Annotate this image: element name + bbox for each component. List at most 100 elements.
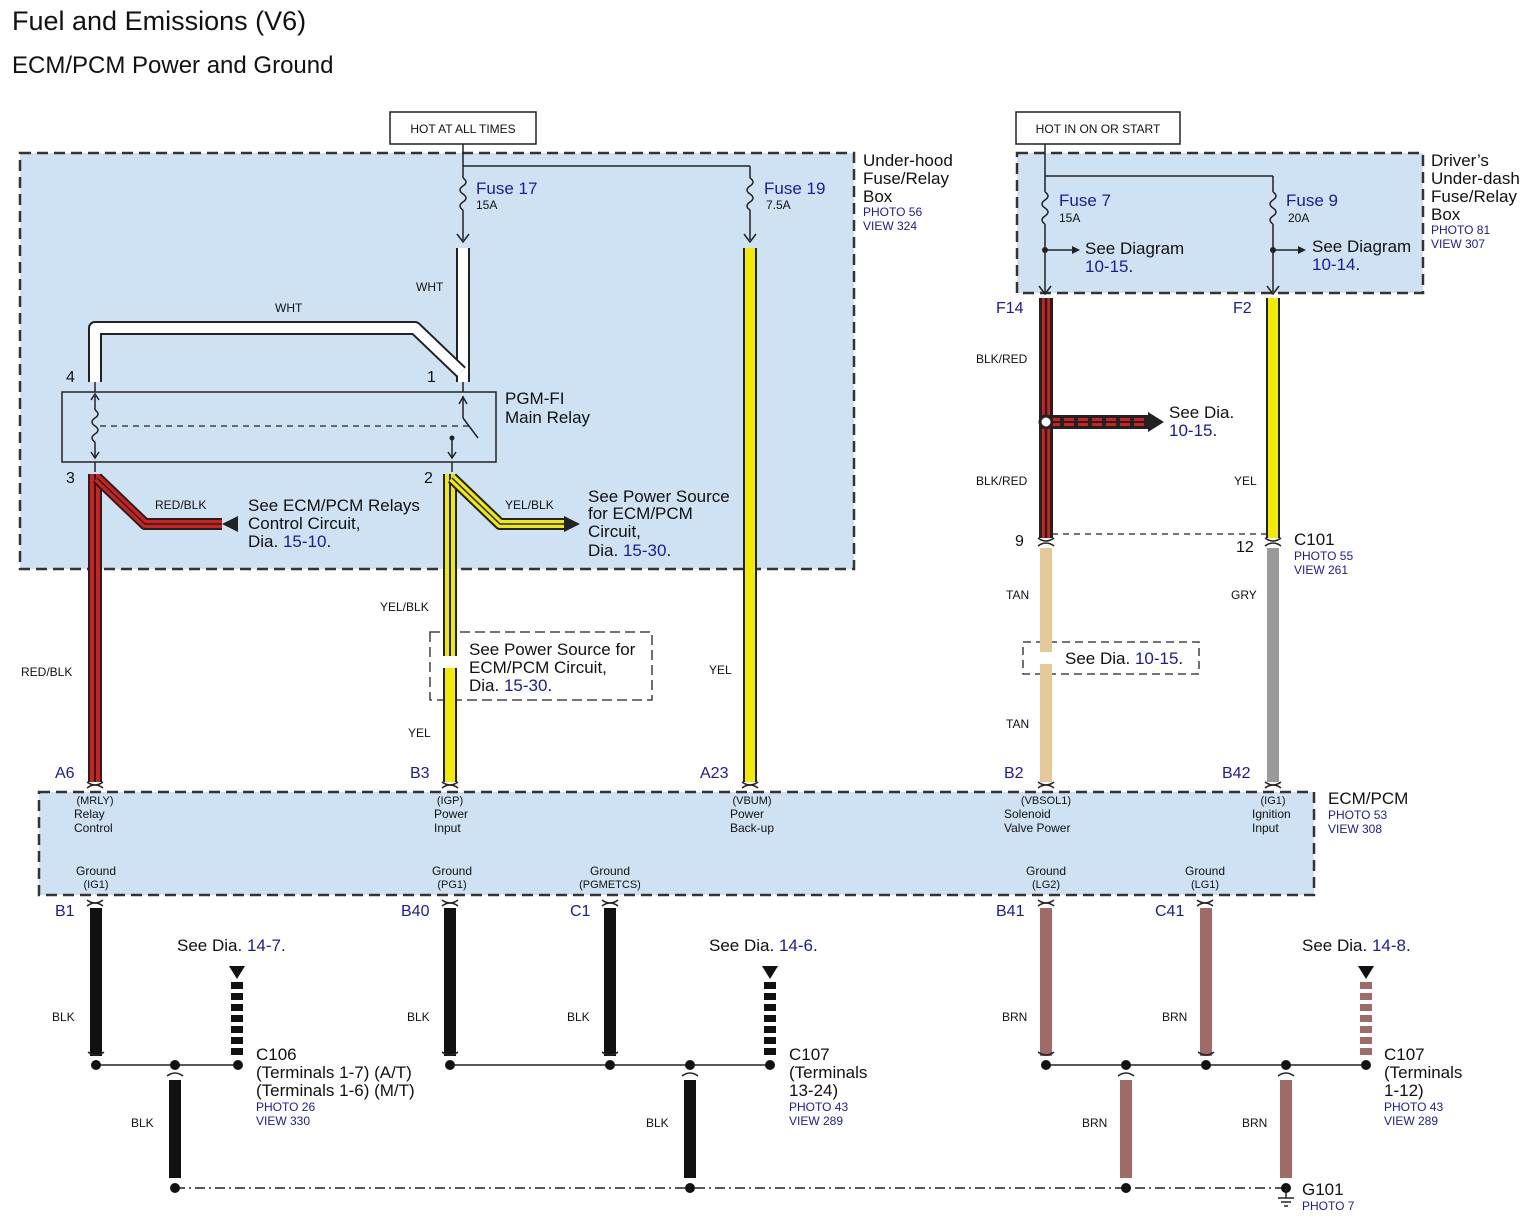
terminal-a6: A6 <box>55 765 75 782</box>
c101-pins <box>1037 537 1282 547</box>
red-blk-wire <box>88 473 238 782</box>
terminal-b1: B1 <box>55 903 75 920</box>
power-src-note-3: Circuit, <box>588 522 641 541</box>
blk-ground-2-label: BLK <box>646 1116 669 1130</box>
relays-ctrl-note-2: Control Circuit, <box>248 514 360 533</box>
svg-text:VIEW 289: VIEW 289 <box>1384 1114 1438 1128</box>
svg-text:Input: Input <box>434 821 461 835</box>
svg-text:Ground: Ground <box>1185 864 1225 878</box>
power-src-box-note-3: Dia. 15-30. <box>469 676 552 695</box>
svg-text:Ground: Ground <box>432 864 472 878</box>
see-dia-14-7-stub <box>229 966 245 1056</box>
blk-red-label-1: BLK/RED <box>976 352 1028 366</box>
underhood-box-label-2: Fuse/Relay <box>863 169 949 188</box>
terminal-f2: F2 <box>1233 300 1252 317</box>
tan-label-2: TAN <box>1006 717 1029 731</box>
terminal-b3: B3 <box>410 765 430 782</box>
blk-red-see-dia: See Dia. <box>1169 403 1234 422</box>
svg-text:Solenoid: Solenoid <box>1004 807 1051 821</box>
underhood-box-view: VIEW 324 <box>863 219 917 233</box>
gnd2-see-dia: See Dia. 14-6. <box>709 936 818 955</box>
relay-pin-2: 2 <box>424 470 433 487</box>
svg-text:Control: Control <box>74 821 113 835</box>
tan-label-1: TAN <box>1006 588 1029 602</box>
brn-c41-label: BRN <box>1162 1010 1187 1024</box>
svg-text:VIEW 289: VIEW 289 <box>789 1114 843 1128</box>
brn-b41-label: BRN <box>1002 1010 1027 1024</box>
blk-red-label-2: BLK/RED <box>976 474 1028 488</box>
ecm-bottom-pin-marks <box>86 899 1214 907</box>
ecm-pin-igp: (IGP) Power Input <box>434 795 468 835</box>
terminal-f14: F14 <box>996 300 1024 317</box>
fuse-7-splice-dot <box>1042 247 1048 253</box>
ecm-pin-ground-pgmetcs: Ground (PGMETCS) <box>579 864 641 891</box>
tan-note-box <box>1022 641 1200 675</box>
ecm-pin-vbsol1: (VBSOL1) Solenoid Valve Power <box>1004 795 1071 835</box>
svg-text:Ground: Ground <box>76 864 116 878</box>
wht-vertical-label: WHT <box>416 280 444 294</box>
c101-photo: PHOTO 55 <box>1294 549 1353 563</box>
svg-text:Back-up: Back-up <box>730 821 774 835</box>
brn-ground-2-label: BRN <box>1242 1116 1267 1130</box>
relay-internal-schematic <box>90 382 479 472</box>
yel-blk-wire <box>443 473 580 640</box>
yel-f2-label: YEL <box>1234 474 1257 488</box>
tan-see-dia: See Dia. 10-15. <box>1065 649 1183 668</box>
svg-text:(LG2): (LG2) <box>1032 879 1060 891</box>
yel-b3-label: YEL <box>408 726 431 740</box>
svg-text:VIEW 330: VIEW 330 <box>256 1114 310 1128</box>
terminal-b41: B41 <box>996 903 1025 920</box>
c106-label: C106 (Terminals 1-7) (A/T) (Terminals 1-… <box>256 1045 415 1128</box>
wht-wire <box>88 248 470 382</box>
fuse-7 <box>1038 176 1080 296</box>
terminal-c1: C1 <box>570 903 591 920</box>
svg-text:C107: C107 <box>789 1045 830 1064</box>
underdash-box-label-2: Under-dash <box>1431 169 1520 188</box>
svg-text:C107: C107 <box>1384 1045 1425 1064</box>
terminal-c41: C41 <box>1155 903 1184 920</box>
svg-text:(PGMETCS): (PGMETCS) <box>579 879 641 891</box>
svg-text:13-24): 13-24) <box>789 1081 838 1100</box>
hot-at-all-times-box <box>389 111 537 145</box>
yel-a23-label: YEL <box>709 663 732 677</box>
fuse-9-see-diagram: See Diagram <box>1312 237 1411 256</box>
svg-text:(Terminals 1-6) (M/T): (Terminals 1-6) (M/T) <box>256 1081 415 1100</box>
ecm-pin-ground-ig1: Ground (IG1) <box>76 864 116 891</box>
underhood-box-label-1: Under-hood <box>863 151 953 170</box>
c107a-label: C107 (Terminals 13-24) PHOTO 43 VIEW 289 <box>789 1045 867 1128</box>
g101-name: G101 <box>1302 1180 1344 1199</box>
ecm-view: VIEW 308 <box>1328 822 1382 836</box>
c101-pin-12: 12 <box>1236 539 1254 556</box>
relay-label-1: PGM-FI <box>505 389 565 408</box>
ecm-pin-vbum: (VBUM) Power Back-up <box>730 795 774 835</box>
svg-text:(LG1): (LG1) <box>1191 879 1219 891</box>
svg-text:(IGP): (IGP) <box>437 795 463 807</box>
blk-b40-label: BLK <box>407 1010 430 1024</box>
power-src-note-2: for ECM/PCM <box>588 504 693 523</box>
see-dia-14-6-stub <box>762 966 778 1056</box>
gnd3-see-dia: See Dia. 14-8. <box>1302 936 1411 955</box>
power-src-note-box <box>429 631 653 701</box>
ecm-pcm-box <box>37 790 1316 897</box>
svg-text:C106: C106 <box>256 1045 297 1064</box>
relay-label-2: Main Relay <box>505 408 591 427</box>
fuse-7-see-diagram: See Diagram <box>1085 239 1184 258</box>
relays-ctrl-note-1: See ECM/PCM Relays <box>248 496 420 515</box>
underhood-box-label-3: Box <box>863 187 893 206</box>
ground-icon <box>1278 1188 1294 1207</box>
gry-label: GRY <box>1231 588 1257 602</box>
svg-text:(PG1): (PG1) <box>437 879 466 891</box>
ecm-pin-ground-lg1: Ground (LG1) <box>1185 864 1225 891</box>
fuse-9-splice-dot <box>1270 247 1276 253</box>
underdash-box-label-4: Box <box>1431 205 1461 224</box>
svg-text:Power: Power <box>434 807 468 821</box>
svg-text:(IG1): (IG1) <box>83 879 108 891</box>
power-src-box-note-2: ECM/PCM Circuit, <box>469 658 607 677</box>
ecm-pin-mrly: (MRLY) Relay Control <box>74 795 114 835</box>
underhood-fuse-relay-box <box>18 151 856 571</box>
ecm-photo: PHOTO 53 <box>1328 808 1387 822</box>
blk-red-see-ref: 10-15. <box>1169 421 1217 440</box>
ecm-top-pin-marks <box>86 781 1282 789</box>
svg-text:Relay: Relay <box>74 807 105 821</box>
brn-ground-1-label: BRN <box>1082 1116 1107 1130</box>
